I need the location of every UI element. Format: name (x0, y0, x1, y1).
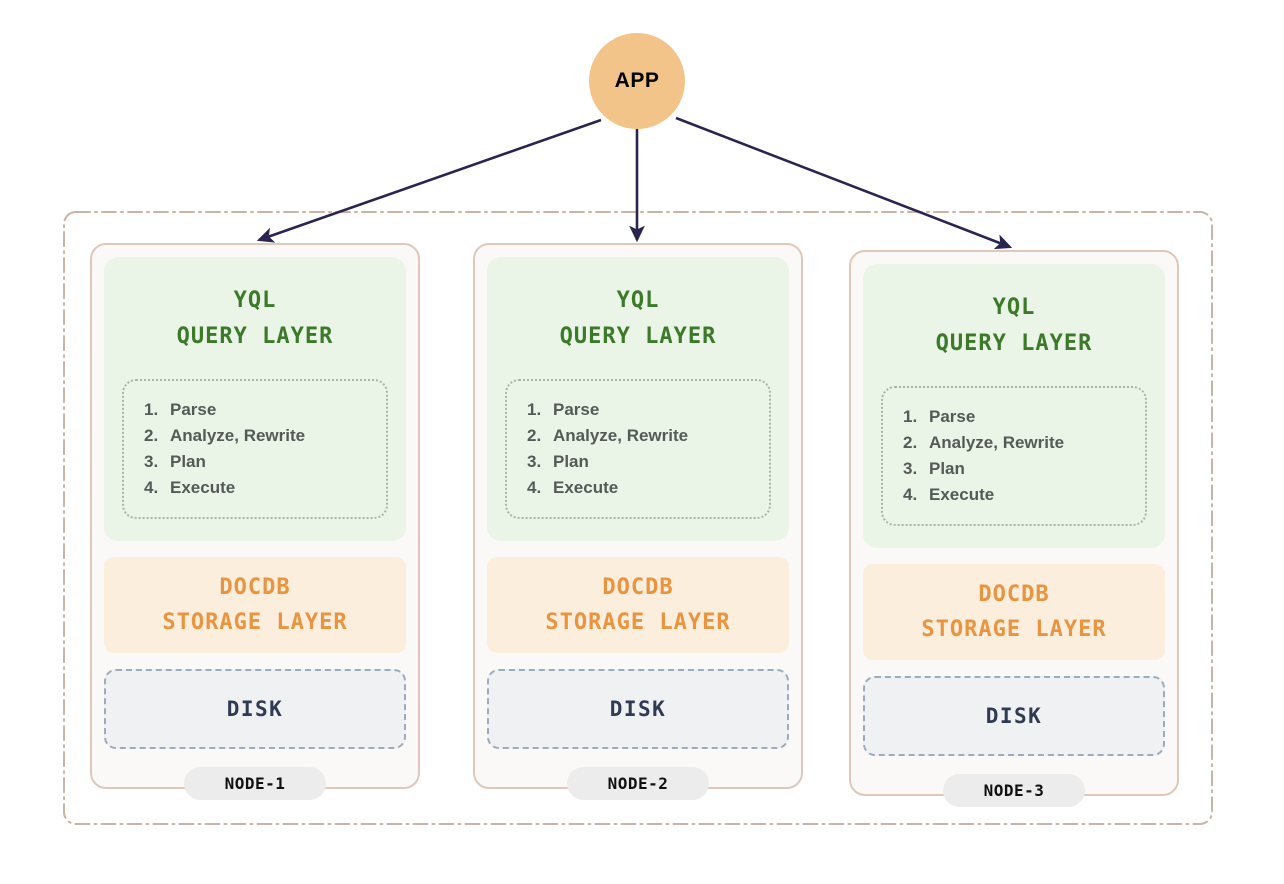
node-1-disk-panel[interactable]: DISK (104, 669, 406, 749)
node-3-disk-label: DISK (985, 704, 1043, 728)
node-3-step-4-number: 4. (903, 484, 918, 504)
node-1-step-1-label: Parse (170, 400, 217, 420)
node-3-badge: NODE-3 (943, 774, 1085, 807)
node-3-storage-layer-title: DOCDB STORAGE LAYER (921, 577, 1106, 647)
node-1-badge: NODE-1 (184, 767, 326, 800)
node-3-query-layer-title: YQL QUERY LAYER (863, 290, 1165, 361)
node-3-step-4-label: Execute (929, 484, 995, 504)
node-2-step-3: 3. Plan (527, 449, 769, 475)
node-2-step-1: 1. Parse (527, 397, 769, 423)
cluster-boundary (63, 211, 1213, 825)
node-1-step-4: 4. Execute (144, 475, 386, 501)
node-card-2[interactable]: YQL QUERY LAYER 1. Parse 2. Analyze, Rew… (473, 243, 803, 789)
node-1-docdb-line1: DOCDB (219, 574, 291, 600)
node-3-step-1-number: 1. (903, 407, 918, 427)
node-card-1[interactable]: YQL QUERY LAYER 1. Parse 2. Analyze, Rew… (90, 243, 420, 789)
node-1-storage-layer-panel[interactable]: DOCDB STORAGE LAYER (104, 557, 406, 653)
node-1-step-2: 2. Analyze, Rewrite (144, 423, 386, 449)
node-3-step-4: 4. Execute (903, 482, 1145, 508)
node-3-step-3-number: 3. (903, 459, 918, 478)
node-2-step-3-number: 3. (527, 452, 542, 471)
node-2-step-1-number: 1. (527, 400, 542, 420)
node-2-contents: YQL QUERY LAYER 1. Parse 2. Analyze, Rew… (487, 257, 789, 775)
node-3-storage-layer-panel[interactable]: DOCDB STORAGE LAYER (863, 564, 1165, 660)
node-1-step-4-label: Execute (170, 477, 236, 497)
node-1-storage-layer-title: DOCDB STORAGE LAYER (162, 570, 347, 640)
node-3-contents: YQL QUERY LAYER 1. Parse 2. Analyze, Rew… (863, 264, 1165, 782)
node-1-docdb-line2: STORAGE LAYER (162, 610, 348, 635)
node-1-step-4-number: 4. (144, 477, 159, 497)
node-1-yql-line2: QUERY LAYER (176, 323, 334, 349)
node-1-contents: YQL QUERY LAYER 1. Parse 2. Analyze, Rew… (104, 257, 406, 775)
node-3-yql-line2: QUERY LAYER (935, 330, 1093, 356)
node-1-step-3: 3. Plan (144, 449, 386, 475)
node-3-disk-panel[interactable]: DISK (863, 676, 1165, 756)
node-1-query-layer-title: YQL QUERY LAYER (104, 283, 406, 354)
node-2-query-steps-box: 1. Parse 2. Analyze, Rewrite 3. Plan 4. … (505, 379, 771, 519)
node-3-docdb-line2: STORAGE LAYER (921, 617, 1107, 642)
node-3-step-3: 3. Plan (903, 456, 1145, 482)
node-1-query-layer-panel[interactable]: YQL QUERY LAYER 1. Parse 2. Analyze, Rew… (104, 257, 406, 541)
node-2-yql-line2: QUERY LAYER (559, 323, 717, 349)
node-2-yql-line1: YQL (616, 288, 660, 313)
node-card-3[interactable]: YQL QUERY LAYER 1. Parse 2. Analyze, Rew… (849, 250, 1179, 796)
node-2-storage-layer-panel[interactable]: DOCDB STORAGE LAYER (487, 557, 789, 653)
node-3-step-1-label: Parse (929, 407, 976, 427)
node-2-step-3-label: Plan (553, 452, 589, 471)
node-2-step-4-number: 4. (527, 477, 542, 497)
node-1-step-3-number: 3. (144, 452, 159, 471)
node-2-step-4-label: Execute (553, 477, 619, 497)
node-3-docdb-line1: DOCDB (978, 581, 1050, 607)
node-3-step-1: 1. Parse (903, 404, 1145, 430)
node-3-yql-line1: YQL (992, 295, 1036, 320)
node-1-query-steps-box: 1. Parse 2. Analyze, Rewrite 3. Plan 4. … (122, 379, 388, 519)
node-2-docdb-line2: STORAGE LAYER (545, 610, 731, 635)
node-1-step-2-label: Analyze, Rewrite (170, 426, 306, 446)
node-2-step-2: 2. Analyze, Rewrite (527, 423, 769, 449)
node-2-step-1-label: Parse (553, 400, 600, 420)
node-3-query-layer-panel[interactable]: YQL QUERY LAYER 1. Parse 2. Analyze, Rew… (863, 264, 1165, 548)
node-2-step-2-number: 2. (527, 426, 542, 446)
node-3-step-3-label: Plan (929, 459, 965, 478)
node-2-step-2-label: Analyze, Rewrite (553, 426, 689, 446)
node-1-step-3-label: Plan (170, 452, 206, 471)
node-1-step-1-number: 1. (144, 400, 159, 420)
node-1-step-2-number: 2. (144, 426, 159, 446)
node-1-yql-line1: YQL (233, 288, 277, 313)
cluster-boundary-rect (63, 211, 1213, 825)
node-2-disk-label: DISK (609, 697, 667, 721)
node-3-query-steps-box: 1. Parse 2. Analyze, Rewrite 3. Plan 4. … (881, 386, 1147, 526)
node-2-storage-layer-title: DOCDB STORAGE LAYER (545, 570, 730, 640)
node-2-badge: NODE-2 (567, 767, 709, 800)
app-node[interactable]: APP (589, 33, 685, 129)
node-3-step-2: 2. Analyze, Rewrite (903, 430, 1145, 456)
node-1-step-1: 1. Parse (144, 397, 386, 423)
node-1-disk-label: DISK (226, 697, 284, 721)
app-node-label: APP (614, 69, 660, 92)
node-2-query-layer-panel[interactable]: YQL QUERY LAYER 1. Parse 2. Analyze, Rew… (487, 257, 789, 541)
node-3-step-2-number: 2. (903, 433, 918, 453)
node-2-query-layer-title: YQL QUERY LAYER (487, 283, 789, 354)
node-2-step-4: 4. Execute (527, 475, 769, 501)
node-2-docdb-line1: DOCDB (602, 574, 674, 600)
node-3-step-2-label: Analyze, Rewrite (929, 433, 1065, 453)
node-2-disk-panel[interactable]: DISK (487, 669, 789, 749)
